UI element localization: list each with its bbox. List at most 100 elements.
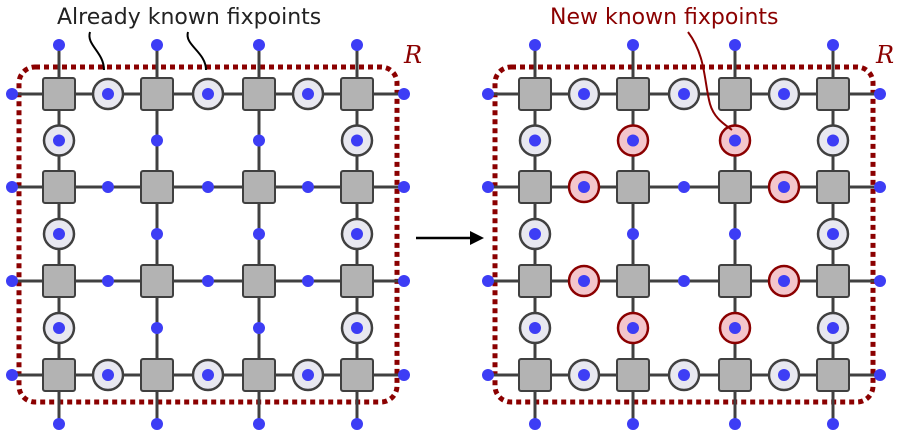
tensor-square (42, 77, 76, 111)
fixpoint-node (627, 228, 639, 240)
fixpoint-node (302, 275, 314, 287)
fixpoint-node (302, 88, 314, 100)
tensor-square (42, 358, 76, 392)
tensor-square (140, 264, 174, 298)
tensor-square (616, 77, 650, 111)
fixpoint-node (53, 322, 65, 334)
tensor-square (140, 358, 174, 392)
tensor-square (242, 170, 276, 204)
fixpoint-node (729, 39, 741, 51)
panel-after (482, 39, 886, 430)
already-known-label: Already known fixpoints (57, 5, 321, 30)
fixpoint-node (827, 134, 839, 147)
pointer-line (88, 31, 105, 71)
fixpoint-node (529, 418, 541, 430)
fixpoint-node (874, 275, 886, 287)
fixpoint-node (102, 369, 114, 381)
fixpoint-node (151, 134, 163, 147)
tensor-square (518, 264, 552, 298)
fixpoint-node (253, 228, 265, 240)
tensor-square (340, 358, 374, 392)
fixpoint-node (6, 88, 18, 100)
fixpoint-node (578, 369, 590, 381)
tensor-square (242, 264, 276, 298)
tensor-square (718, 358, 752, 392)
tensor-square (816, 77, 850, 111)
fixpoint-node (778, 181, 790, 193)
fixpoint-node (529, 134, 541, 147)
fixpoint-node (729, 134, 741, 147)
tensor-square (140, 77, 174, 111)
pointer-line (687, 31, 733, 131)
fixpoint-node (151, 39, 163, 51)
fixpoint-node (398, 369, 410, 381)
fixpoint-node (678, 181, 690, 193)
tensor-square (518, 358, 552, 392)
region-label-right: R (875, 41, 894, 69)
fixpoint-node (53, 39, 65, 51)
fixpoint-node (6, 275, 18, 287)
fixpoint-node (529, 322, 541, 334)
fixpoint-node (874, 88, 886, 100)
fixpoint-node (627, 322, 639, 334)
fixpoint-node (729, 322, 741, 334)
fixpoint-node (678, 88, 690, 100)
fixpoint-node (529, 39, 541, 51)
fixpoint-node (351, 322, 363, 334)
tensor-square (718, 170, 752, 204)
fixpoint-node (253, 134, 265, 147)
fixpoint-node (778, 369, 790, 381)
fixpoint-node (578, 88, 590, 100)
fixpoint-node (302, 181, 314, 193)
fixpoint-node (202, 369, 214, 381)
fixpoint-node (398, 88, 410, 100)
fixpoint-node (202, 181, 214, 193)
fixpoint-node (874, 181, 886, 193)
fixpoint-node (482, 369, 494, 381)
fixpoint-node (678, 369, 690, 381)
region-border (16, 64, 400, 405)
tensor-square (242, 358, 276, 392)
fixpoint-node (482, 181, 494, 193)
fixpoint-node (253, 39, 265, 51)
fixpoint-node (102, 181, 114, 193)
fixpoint-node (398, 275, 410, 287)
fixpoint-node (827, 418, 839, 430)
fixpoint-node (53, 134, 65, 147)
fixpoint-node (351, 134, 363, 147)
fixpoint-node (102, 88, 114, 100)
fixpoint-node (827, 39, 839, 51)
fixpoint-node (827, 228, 839, 240)
fixpoint-node (627, 39, 639, 51)
fixpoint-node (482, 88, 494, 100)
fixpoint-node (151, 228, 163, 240)
fixpoint-node (253, 418, 265, 430)
fixpoint-node (778, 88, 790, 100)
fixpoint-node (302, 369, 314, 381)
tensor-square (718, 77, 752, 111)
fixpoint-node (351, 228, 363, 240)
fixpoint-node (151, 322, 163, 334)
fixpoint-node (253, 322, 265, 334)
tensor-square (616, 170, 650, 204)
fixpoint-node (578, 181, 590, 193)
new-known-label: New known fixpoints (550, 5, 779, 30)
tensor-square (816, 264, 850, 298)
tensor-square (816, 358, 850, 392)
panel-before (6, 39, 410, 430)
tensor-square (816, 170, 850, 204)
fixpoint-node (398, 181, 410, 193)
fixpoint-node (729, 418, 741, 430)
fixpoint-node (351, 39, 363, 51)
fixpoint-node (151, 418, 163, 430)
fixpoint-node (874, 369, 886, 381)
tensor-square (340, 264, 374, 298)
right-arrow-icon (416, 231, 484, 245)
fixpoint-node (482, 275, 494, 287)
pointer-line (186, 31, 207, 71)
tensor-square (242, 77, 276, 111)
tensor-square (518, 77, 552, 111)
fixpoint-node (627, 134, 639, 147)
tensor-square (140, 170, 174, 204)
